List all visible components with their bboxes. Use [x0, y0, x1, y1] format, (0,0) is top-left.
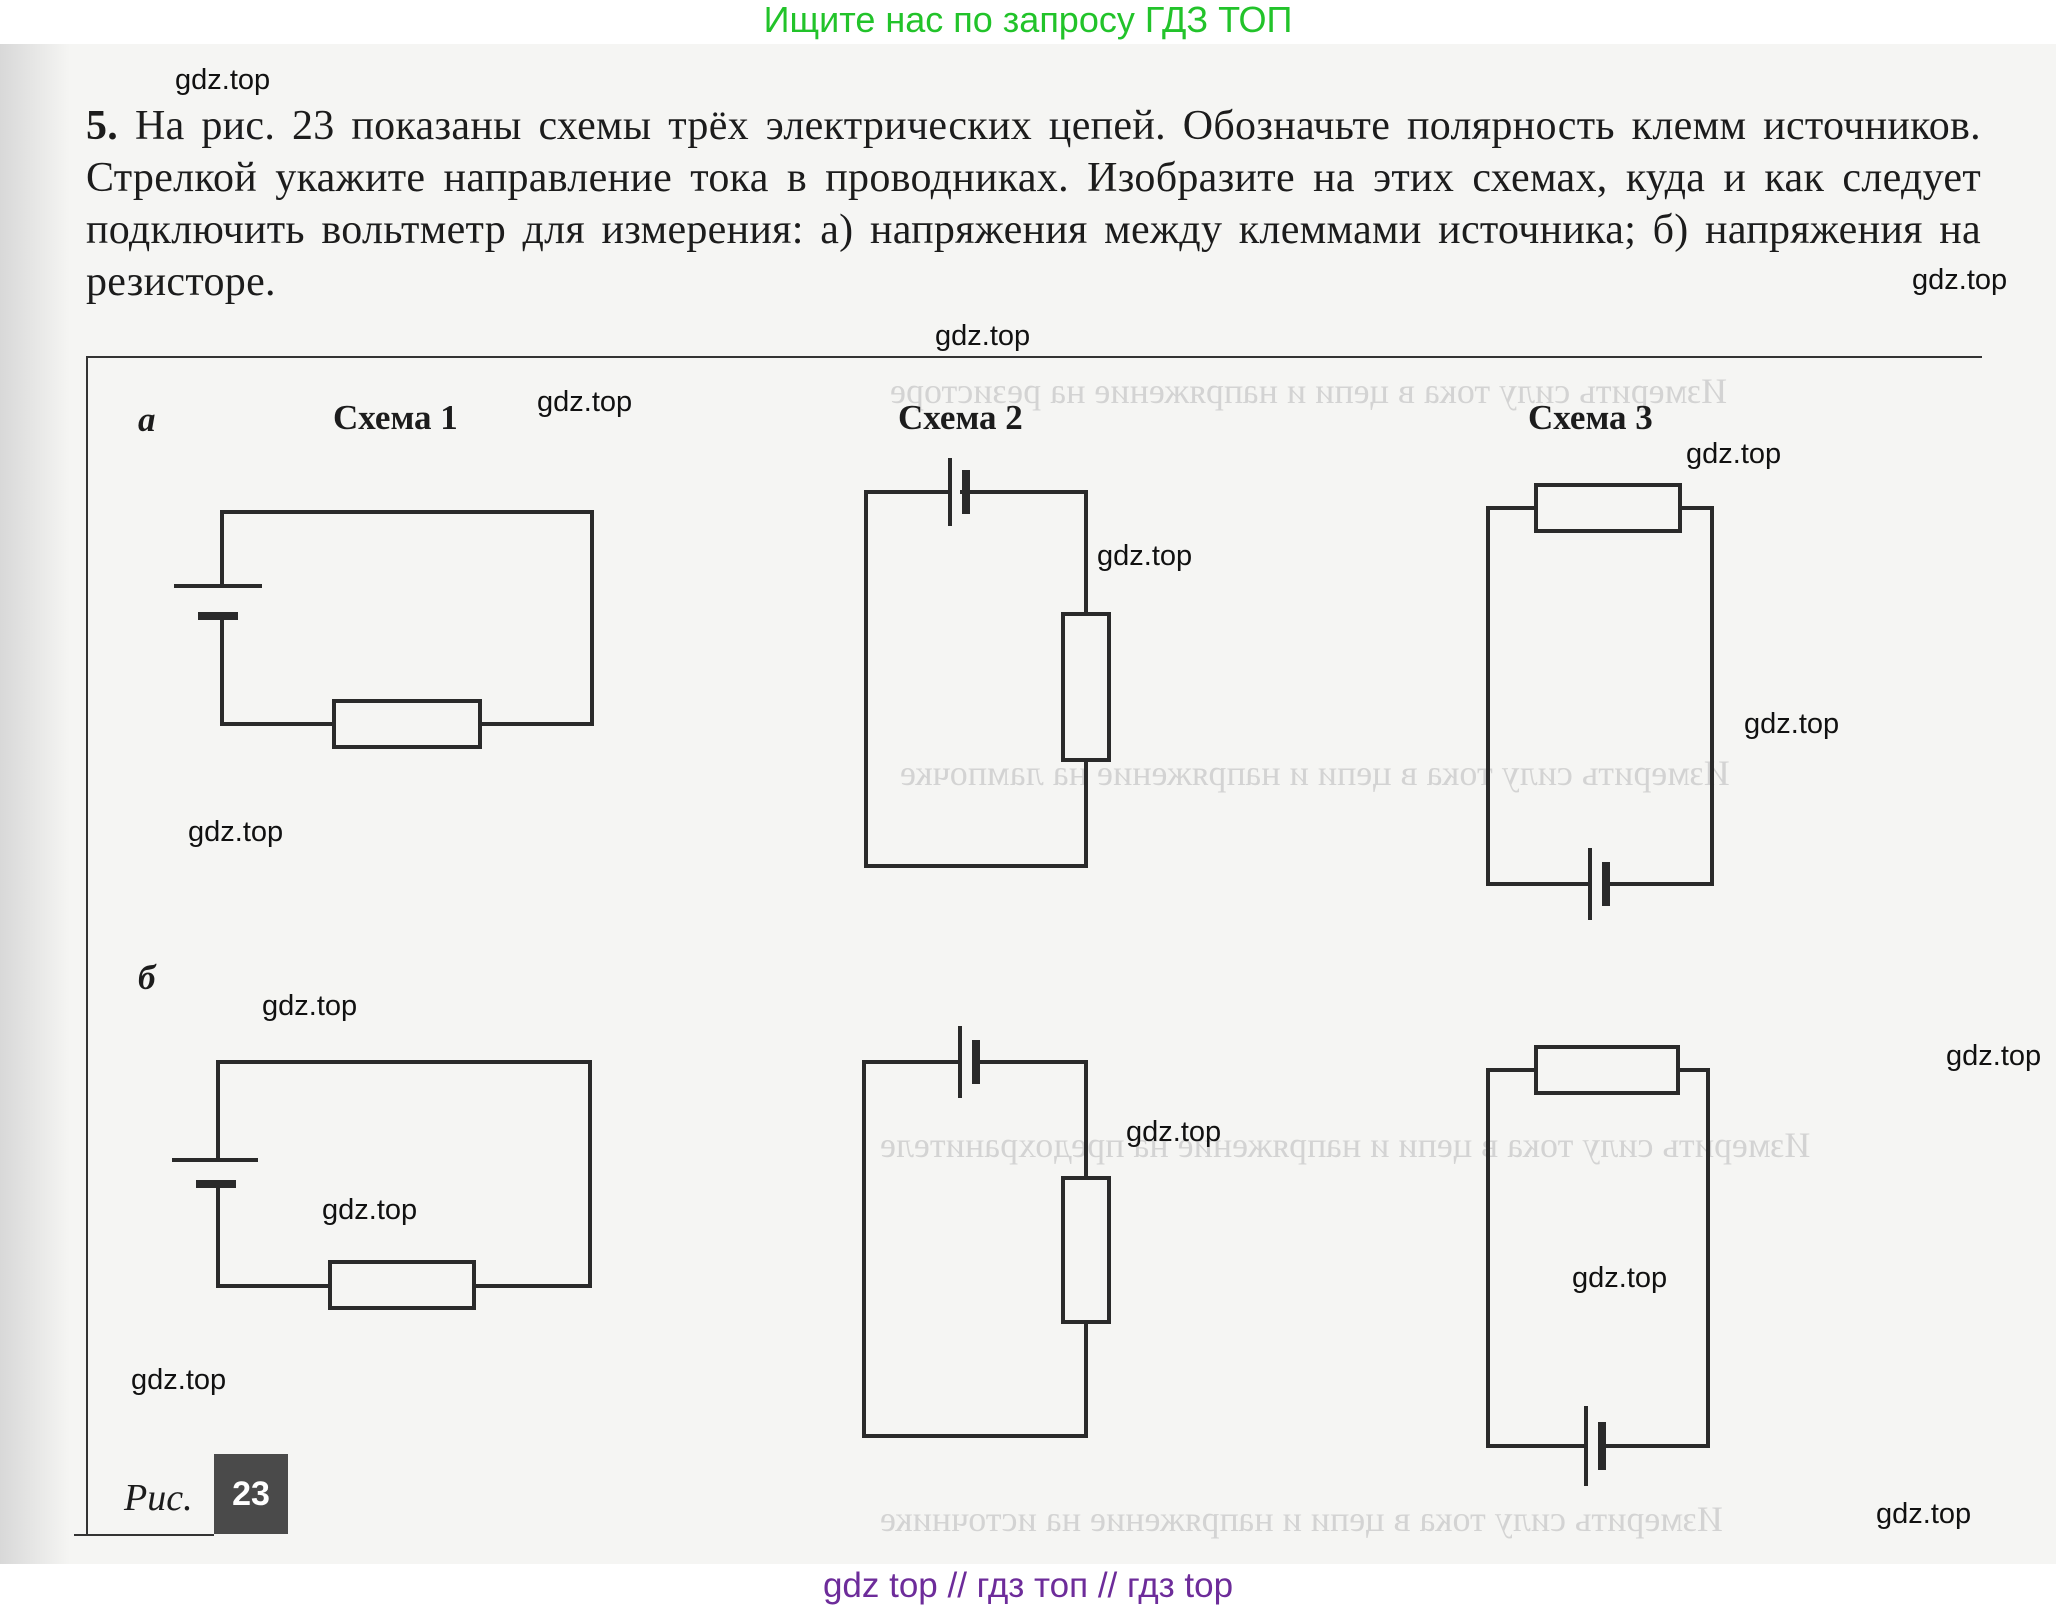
watermark: gdz.top [322, 1194, 418, 1226]
scheme-2-title: Схема 2 [898, 398, 1023, 437]
watermark: gdz.top [131, 1364, 227, 1396]
watermark: gdz.top [1946, 1040, 2042, 1072]
resistor [1061, 1176, 1111, 1324]
resistor [1061, 612, 1111, 762]
row-label-a: а [138, 400, 156, 439]
watermark: gdz.top [1912, 264, 2008, 296]
circuit-a2 [864, 458, 1111, 868]
task-body: На рис. 23 показаны схемы трёх электриче… [86, 103, 1981, 305]
top-banner: Ищите нас по запросу ГДЗ ТОП [763, 0, 1293, 40]
page-shadow [0, 44, 70, 1564]
figure-frame-left [86, 356, 88, 1536]
figure-frame-top [86, 356, 1982, 358]
watermark: gdz.top [1126, 1116, 1222, 1148]
watermark: gdz.top [1097, 540, 1193, 572]
figure-number-badge: 23 [214, 1454, 288, 1534]
task-number: 5. [86, 103, 119, 149]
resistor [1534, 1045, 1680, 1095]
watermark: gdz.top [188, 816, 284, 848]
watermark: gdz.top [537, 386, 633, 418]
task-text: 5. На рис. 23 показаны схемы трёх электр… [86, 100, 1981, 308]
resistor [328, 1260, 476, 1310]
circuit-a1 [174, 510, 594, 749]
resistor [1534, 483, 1682, 533]
circuit-a3 [1486, 483, 1714, 920]
scheme-1-title: Схема 1 [333, 398, 458, 437]
watermark: gdz.top [1876, 1498, 1972, 1530]
watermark: gdz.top [1744, 708, 1840, 740]
watermark: gdz.top [1686, 438, 1782, 470]
scheme-3-title: Схема 3 [1528, 398, 1653, 437]
watermark: gdz.top [1572, 1262, 1668, 1294]
circuit-b1 [172, 1060, 592, 1310]
resistor [332, 699, 482, 749]
figure-caption: Рис. [124, 1477, 193, 1519]
figure-frame-bottom [74, 1534, 214, 1536]
watermark: gdz.top [935, 320, 1031, 352]
circuit-b3 [1486, 1045, 1710, 1486]
watermark: gdz.top [262, 990, 358, 1022]
circuit-b2 [862, 1026, 1111, 1438]
watermark: gdz.top [175, 64, 271, 96]
row-label-b: б [138, 958, 156, 997]
footer-links: gdz top // гдз топ // гдз top [822, 1566, 1234, 1605]
